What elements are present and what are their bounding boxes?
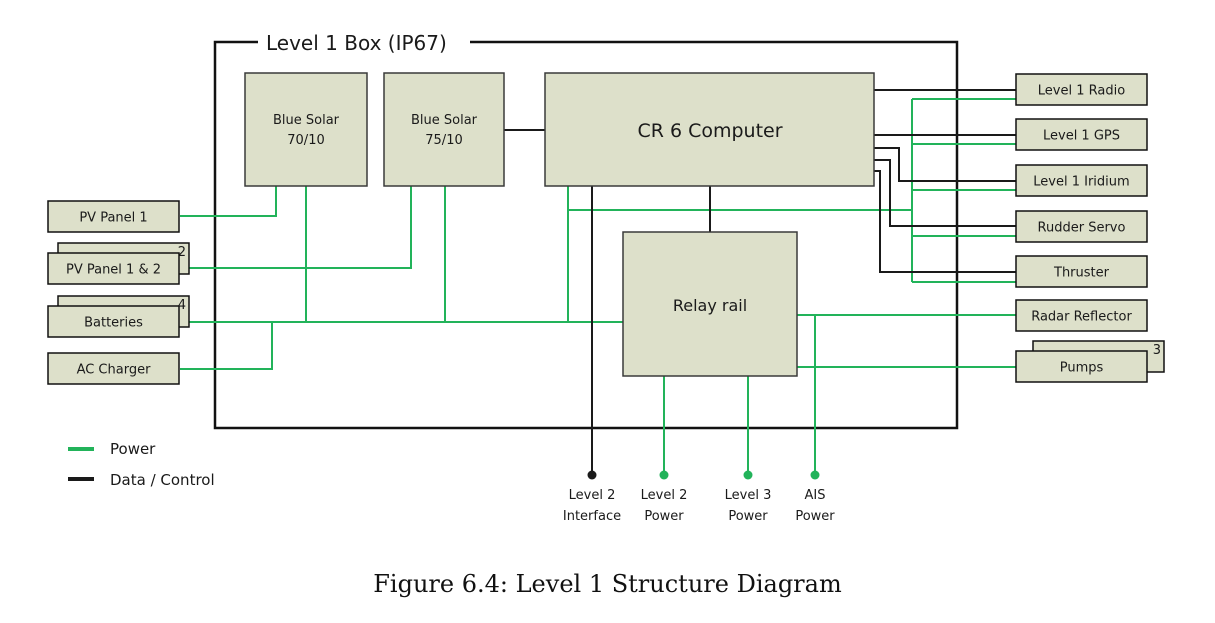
structure-diagram: Level 1 Box (IP67) Blue Solar 70/10 Blue… [47,31,1165,524]
device-level-1-gps: Level 1 GPS [1015,118,1148,151]
blue-solar-75-10: Blue Solar 75/10 [383,72,505,187]
charger-to-bus-wire [180,322,273,370]
legend-power-label: Power [110,440,156,458]
terminal-label-line1: Level 3 [725,488,772,503]
device-label: Pumps [1060,361,1104,376]
terminal-label-line2: Power [795,509,835,524]
relay-rail-box [622,231,798,377]
terminal-level-3-power: Level 3 Power [725,470,772,524]
pv1-to-solar1-wire [180,186,277,217]
terminal-dot [743,470,753,480]
blue-solar-70-10-box [244,72,368,187]
terminal-dot [587,470,597,480]
device-ac-charger: AC Charger [47,352,180,385]
device-label: Level 1 Radio [1038,84,1125,99]
device-box [1015,350,1148,383]
blue-solar-70-10-line2: 70/10 [287,133,324,148]
device-pv-panel-1-2: 2 PV Panel 1 & 2 [47,242,190,285]
blue-solar-75-10-line2: 75/10 [425,133,462,148]
device-box [1015,73,1148,106]
device-thruster: Thruster [1015,255,1148,288]
enclosure-label: Level 1 Box (IP67) [266,31,447,55]
blue-solar-70-10-line1: Blue Solar [273,113,340,128]
external-terminals: Level 2 Interface Level 2 Power Level 3 Power… [563,470,835,524]
blue-solar-70-10: Blue Solar 70/10 [244,72,368,187]
terminal-label-line2: Power [644,509,684,524]
device-label: Batteries [84,316,143,331]
device-count: 4 [178,298,186,313]
device-box [47,252,180,285]
terminal-label-line1: Level 2 [641,488,688,503]
device-label: Rudder Servo [1038,221,1126,236]
blue-solar-75-10-box [383,72,505,187]
relay-rail: Relay rail [622,231,798,377]
terminal-ais-power: AIS Power [795,470,835,524]
figure-caption: Figure 6.4: Level 1 Structure Diagram [373,570,842,598]
device-box [47,200,180,233]
terminal-level-2-interface: Level 2 Interface [563,470,621,524]
cr6-computer: CR 6 Computer [544,72,875,187]
device-box [1015,255,1148,288]
device-count: 2 [178,245,186,260]
device-label: Radar Reflector [1031,310,1132,325]
cr6-computer-label: CR 6 Computer [637,120,782,142]
device-count: 3 [1153,343,1161,358]
device-box [1015,164,1148,197]
device-level-1-iridium: Level 1 Iridium [1015,164,1148,197]
device-label: Level 1 Iridium [1033,175,1129,190]
terminal-dot [810,470,820,480]
terminal-dot [659,470,669,480]
enclosure: Level 1 Box (IP67) [213,31,959,430]
blue-solar-75-10-line1: Blue Solar [411,113,478,128]
device-label: PV Panel 1 [79,211,147,226]
device-label: AC Charger [77,363,152,378]
terminal-level-2-power: Level 2 Power [641,470,688,524]
legend: Power Data / Control [68,440,215,489]
device-box [47,352,180,385]
terminal-label-line1: Level 2 [569,488,616,503]
computer-to-rudder-wire [874,159,1016,227]
data-wires [504,89,1016,475]
device-level-1-radio: Level 1 Radio [1015,73,1148,106]
device-box [1015,118,1148,151]
device-box [1015,210,1148,243]
relay-rail-label: Relay rail [673,296,747,315]
computer-to-iridium-wire [874,147,1016,182]
computer-to-thruster-wire [874,170,1016,273]
pv12-to-solar2-wire [180,186,412,269]
cr6-computer-box [544,72,875,187]
power-wires [180,98,1016,475]
terminal-label-line1: AIS [805,488,826,503]
device-box [47,305,180,338]
device-pv-panel-1: PV Panel 1 [47,200,180,233]
device-rudder-servo: Rudder Servo [1015,210,1148,243]
device-radar-reflector: Radar Reflector [1015,299,1148,332]
legend-data-label: Data / Control [110,471,215,489]
enclosure-border [213,40,959,430]
device-box [1015,299,1148,332]
terminal-label-line2: Interface [563,509,621,524]
device-label: Level 1 GPS [1043,129,1120,144]
terminal-label-line2: Power [728,509,768,524]
device-label: PV Panel 1 & 2 [66,263,161,278]
device-label: Thruster [1053,266,1110,281]
